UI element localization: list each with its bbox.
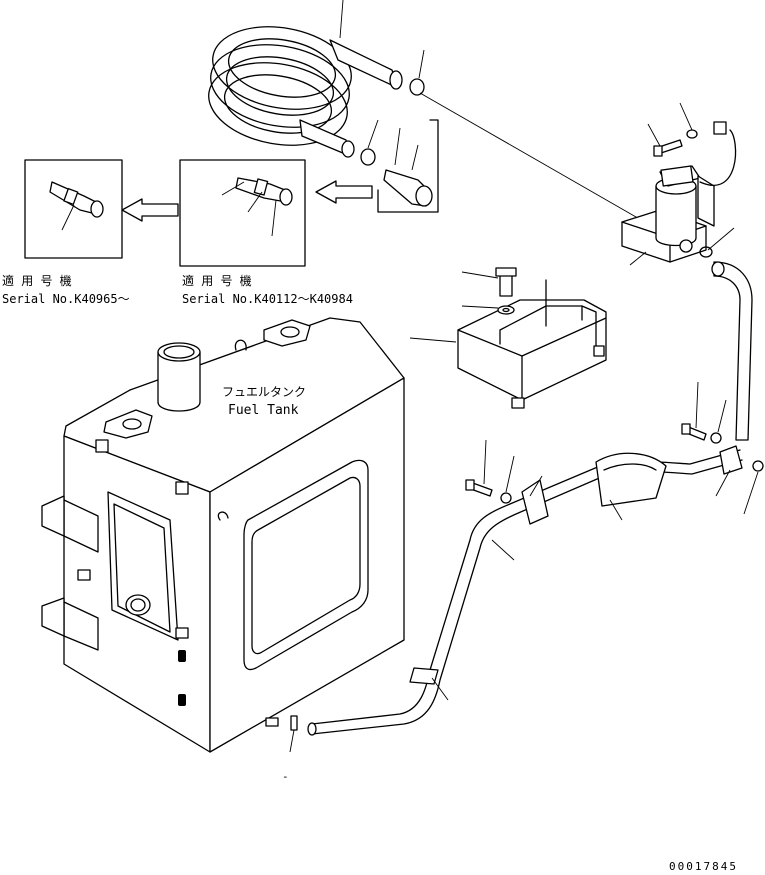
fuel-tank: フュエルタンク Fuel Tank bbox=[41, 317, 405, 753]
leader-line-hose-to-pump bbox=[419, 92, 651, 226]
serial-left-applicable-label: 適 用 号 機 bbox=[2, 273, 72, 288]
fuel-tank-label-jp: フュエルタンク bbox=[222, 385, 306, 399]
mounting-bracket bbox=[409, 267, 607, 409]
serial-right-text: Serial No.K40112～K40984 bbox=[182, 292, 353, 306]
serial-right-applicable-label: 適 用 号 機 bbox=[182, 273, 252, 288]
arrow-left-1 bbox=[315, 180, 373, 204]
minus-mark: - bbox=[282, 770, 289, 783]
outlet-hose-right bbox=[699, 227, 753, 441]
hose-coil bbox=[208, 0, 403, 158]
fitting-box-middle bbox=[179, 159, 306, 267]
serial-left-text: Serial No.K40965～ bbox=[2, 292, 130, 306]
drawing-number: 00017845 bbox=[669, 860, 738, 873]
arrow-left-2 bbox=[121, 198, 179, 222]
fitting-box-current bbox=[377, 119, 439, 213]
hose-clamp-upper bbox=[409, 49, 425, 96]
suction-line bbox=[289, 381, 764, 753]
fuel-pump bbox=[621, 102, 737, 266]
hose-clamp-lower bbox=[360, 119, 379, 166]
fitting-box-left bbox=[24, 159, 123, 259]
fuel-tank-label-en: Fuel Tank bbox=[228, 403, 299, 418]
